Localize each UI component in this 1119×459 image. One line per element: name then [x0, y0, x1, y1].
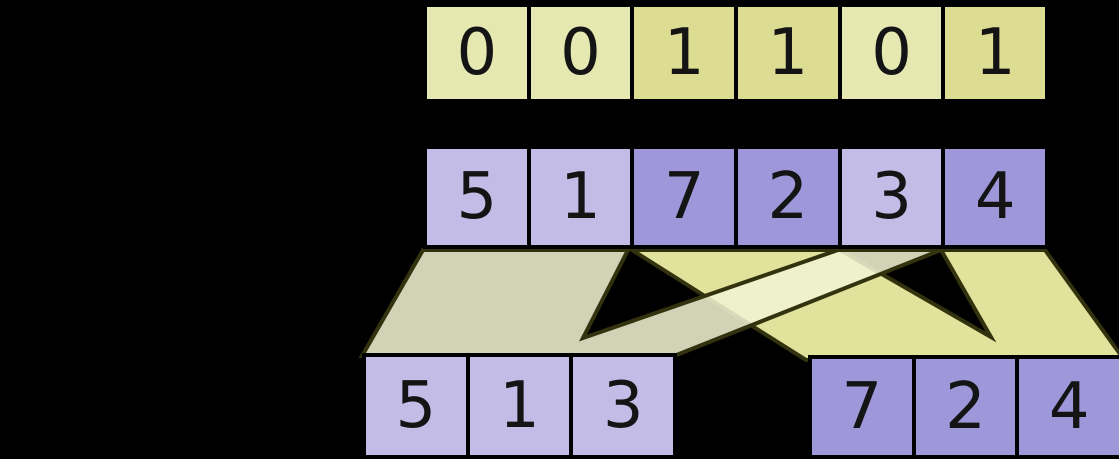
value-cell-3: 2 — [734, 145, 842, 249]
values-array: 5 1 7 2 3 4 — [423, 145, 1050, 249]
right-output-cell-0: 7 — [808, 355, 916, 459]
left-output-cell-1: 1 — [465, 353, 574, 459]
flag-cell-3: 1 — [734, 3, 842, 103]
flag-cell-5: 1 — [941, 3, 1050, 103]
flag-cell-2: 1 — [630, 3, 739, 103]
value-cell-1: 1 — [526, 145, 635, 249]
right-partition-array: 7 2 4 — [808, 355, 1119, 459]
flags-array: 0 0 1 1 0 1 — [423, 3, 1050, 103]
value-cell-4: 3 — [837, 145, 946, 249]
right-output-cell-2: 4 — [1015, 355, 1119, 459]
flag-cell-0: 0 — [423, 3, 531, 103]
left-output-cell-2: 3 — [569, 353, 678, 459]
flag-cell-1: 0 — [526, 3, 635, 103]
left-partition-array: 5 1 3 — [362, 353, 678, 459]
value-cell-2: 7 — [630, 145, 739, 249]
left-output-cell-0: 5 — [362, 353, 470, 459]
value-cell-5: 4 — [941, 145, 1050, 249]
value-cell-0: 5 — [423, 145, 531, 249]
right-output-cell-1: 2 — [911, 355, 1020, 459]
flag-cell-4: 0 — [837, 3, 946, 103]
